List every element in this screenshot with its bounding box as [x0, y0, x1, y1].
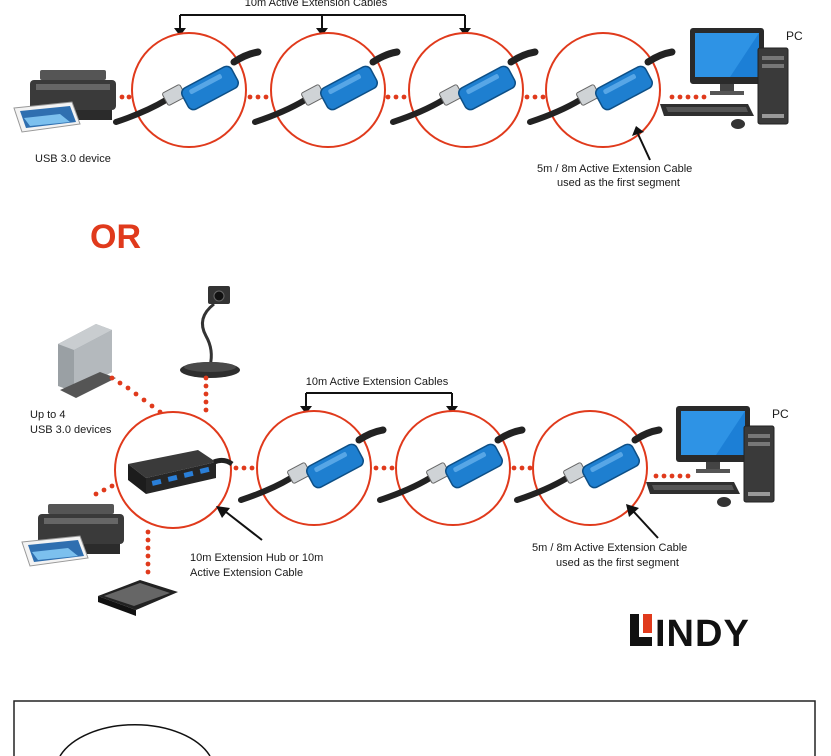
bottom-first-segment-arrow [626, 504, 659, 539]
bottom-cables-bracket [300, 392, 458, 414]
bottom-cable-circle-1 [241, 410, 383, 526]
external-drive-icon [58, 324, 116, 398]
or-label: OR [90, 218, 141, 256]
scanner-icon [98, 580, 178, 616]
top-cable-circle-2 [255, 32, 397, 148]
top-cables-bracket [174, 14, 471, 36]
bottom-first-segment-line1: 5m / 8m Active Extension Cable [532, 542, 687, 554]
top-printer-icon [13, 69, 117, 133]
usb-hub-icon [128, 450, 234, 494]
top-pc-label: PC [786, 29, 803, 43]
top-first-segment-arrow [632, 126, 651, 161]
top-cable-circle-4 [530, 32, 672, 148]
bottom-devices-line2: USB 3.0 devices [30, 424, 112, 436]
lindy-logo: INDY [630, 613, 750, 655]
bottom-cable-circle-3 [517, 410, 659, 526]
bottom-printer-icon [21, 503, 125, 567]
top-cable-circle-1 [116, 32, 258, 148]
top-chain-dots [119, 94, 707, 100]
webcam-icon [180, 286, 240, 378]
logo-text: INDY [655, 613, 750, 655]
top-first-segment-line2: used as the first segment [557, 177, 680, 189]
top-pc-icon [659, 27, 789, 130]
bottom-pc-icon [645, 405, 775, 508]
bottom-hub-line2: Active Extension Cable [190, 567, 303, 579]
top-first-segment-line1: 5m / 8m Active Extension Cable [537, 163, 692, 175]
hub-arrow [216, 506, 263, 541]
bottom-first-segment-line2: used as the first segment [556, 557, 679, 569]
bottom-devices-line1: Up to 4 [30, 409, 65, 421]
hub-circle [114, 411, 234, 529]
top-cables-label: 10m Active Extension Cables [245, 0, 388, 9]
bottom-hub-line1: 10m Extension Hub or 10m [190, 552, 323, 564]
bottom-cables-label: 10m Active Extension Cables [306, 376, 449, 388]
top-device-label: USB 3.0 device [35, 153, 111, 165]
bottom-pc-label: PC [772, 407, 789, 421]
bottom-cable-circle-2 [380, 410, 522, 526]
bottom-panel [13, 700, 816, 756]
top-cable-circle-3 [393, 32, 535, 148]
